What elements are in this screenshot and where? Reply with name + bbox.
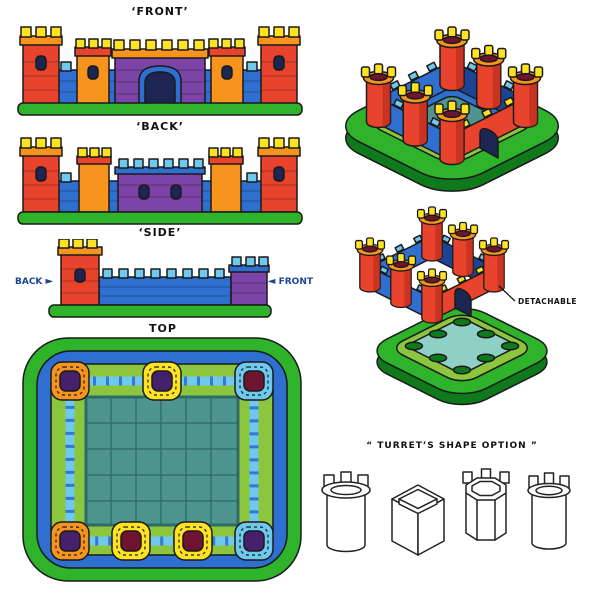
front-outer-tower-right bbox=[257, 26, 301, 105]
iso-gate-arch bbox=[479, 127, 499, 159]
side-base-platform bbox=[48, 304, 272, 318]
window bbox=[170, 184, 182, 200]
gate-arch-opening bbox=[144, 71, 176, 105]
back-view-drawing bbox=[17, 137, 303, 225]
side-front-wall bbox=[228, 256, 270, 306]
top-turret-sw bbox=[50, 521, 90, 561]
turret-options-label: “ TURRET’S SHAPE OPTION ” bbox=[366, 441, 538, 451]
window bbox=[273, 55, 285, 71]
iso-assembled-section bbox=[312, 8, 592, 203]
detachable-label: DETACHABLE bbox=[518, 297, 577, 306]
window bbox=[138, 184, 150, 200]
top-turret-n bbox=[142, 361, 182, 401]
front-outer-tower-left bbox=[19, 26, 63, 105]
side-back-label: BACK ► bbox=[15, 276, 53, 287]
arrow-left-icon: ◄ bbox=[267, 276, 276, 287]
side-front-text: FRONT bbox=[278, 277, 313, 287]
side-front-label: ◄ FRONT bbox=[268, 276, 313, 287]
back-inner-tower-right bbox=[208, 147, 244, 213]
window bbox=[87, 65, 99, 80]
back-keep bbox=[114, 158, 206, 213]
exploded-castle bbox=[354, 206, 510, 324]
turret-option-round-flared bbox=[321, 471, 371, 553]
side-back-tower bbox=[57, 239, 103, 306]
front-inner-tower-right bbox=[208, 38, 246, 105]
front-view-drawing bbox=[17, 26, 303, 116]
side-curtain-wall bbox=[98, 268, 232, 306]
tower-sockets bbox=[404, 317, 520, 375]
top-view-drawing bbox=[22, 337, 302, 582]
front-inner-tower-left bbox=[74, 38, 112, 105]
top-turret-nw bbox=[50, 361, 90, 401]
window bbox=[273, 166, 285, 182]
back-view-label: ‘BACK’ bbox=[136, 120, 184, 133]
front-base-platform bbox=[17, 102, 303, 116]
front-gatehouse bbox=[111, 39, 209, 105]
side-elevation-section: ‘SIDE’ BACK ► ◄ FRONT bbox=[15, 226, 313, 319]
turret-option-octagon bbox=[462, 468, 510, 541]
front-view-label: ‘FRONT’ bbox=[131, 5, 189, 18]
window bbox=[221, 65, 233, 80]
side-back-text: BACK bbox=[15, 277, 43, 287]
top-turret-s2 bbox=[173, 521, 213, 561]
window bbox=[35, 166, 47, 182]
turret-options-drawing bbox=[321, 468, 571, 556]
iso-assembled-drawing bbox=[312, 26, 592, 203]
exploded-gate-arch bbox=[454, 287, 472, 317]
top-turret-se bbox=[234, 521, 274, 561]
iso-exploded-drawing: DETACHABLE bbox=[354, 206, 577, 410]
side-view-label: ‘SIDE’ bbox=[138, 226, 182, 239]
turret-option-square bbox=[391, 484, 445, 556]
back-elevation-section: ‘BACK’ bbox=[15, 120, 305, 225]
back-inner-tower-left bbox=[76, 147, 112, 213]
back-outer-tower-left bbox=[19, 137, 63, 213]
turret-options-section: “ TURRET’S SHAPE OPTION ” bbox=[312, 440, 592, 581]
back-base-platform bbox=[17, 211, 303, 225]
top-plan-section: TOP bbox=[18, 322, 308, 587]
top-courtyard bbox=[84, 395, 240, 527]
top-view-label: TOP bbox=[149, 322, 177, 335]
detachable-callout: DETACHABLE bbox=[498, 285, 577, 306]
turret-option-cylinder bbox=[527, 472, 571, 550]
window bbox=[74, 268, 86, 283]
exploded-base bbox=[363, 302, 561, 410]
side-view-drawing bbox=[48, 239, 272, 318]
arrow-right-icon: ► bbox=[45, 276, 54, 287]
top-turret-s1 bbox=[111, 521, 151, 561]
top-turret-ne bbox=[234, 361, 274, 401]
back-outer-tower-right bbox=[257, 137, 301, 213]
front-elevation-section: ‘FRONT’ bbox=[15, 5, 305, 118]
iso-exploded-section: DETACHABLE bbox=[312, 204, 592, 410]
window bbox=[35, 55, 47, 71]
